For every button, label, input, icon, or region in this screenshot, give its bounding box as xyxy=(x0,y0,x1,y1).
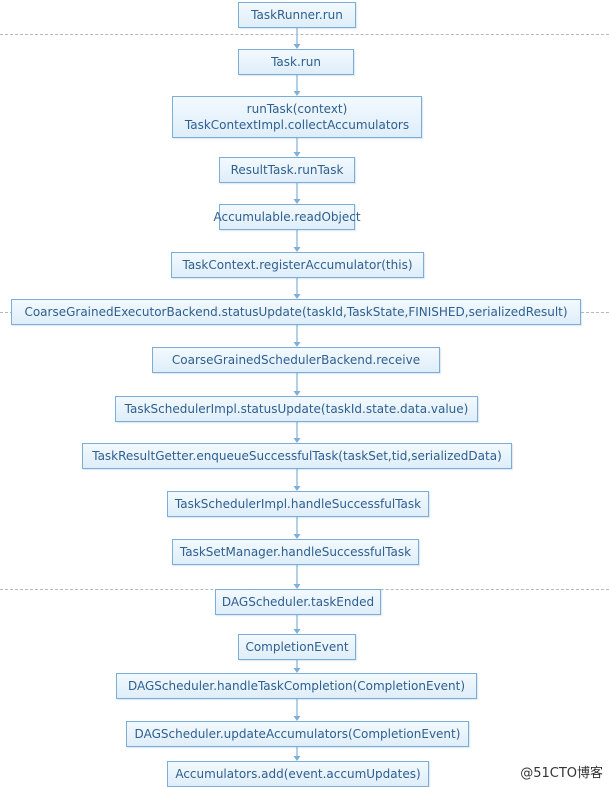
arrow-head xyxy=(293,199,301,204)
node-6: TaskContext.registerAccumulator(this) xyxy=(171,252,424,278)
node-13: DAGScheduler.taskEnded xyxy=(215,589,381,615)
node-7: CoarseGrainedExecutorBackend.statusUpdat… xyxy=(11,299,581,325)
node-8: CoarseGrainedSchedulerBackend.receive xyxy=(152,347,440,373)
arrow-head xyxy=(293,668,301,673)
arrow-head xyxy=(293,534,301,539)
node-label: DAGScheduler.handleTaskCompletion(Comple… xyxy=(127,679,466,693)
node-label: CoarseGrainedExecutorBackend.statusUpdat… xyxy=(24,305,568,319)
arrow-head xyxy=(293,716,301,721)
arrow-head xyxy=(293,294,301,299)
node-10: TaskResultGetter.enqueueSuccessfulTask(t… xyxy=(82,443,512,469)
node-4: ResultTask.runTask xyxy=(219,157,355,183)
arrow-head xyxy=(293,391,301,396)
node-label: CompletionEvent xyxy=(245,640,349,654)
node-label: runTask(context) xyxy=(246,102,348,116)
node-label: Task.run xyxy=(271,55,321,69)
node-label: TaskSchedulerImpl.statusUpdate(taskId.st… xyxy=(124,402,469,416)
node-label: TaskContextImpl.collectAccumulators xyxy=(184,118,410,132)
node-2: Task.run xyxy=(238,49,354,75)
node-label: TaskResultGetter.enqueueSuccessfulTask(t… xyxy=(92,449,502,463)
node-17: Accumulators.add(event.accumUpdates) xyxy=(167,761,429,787)
node-5: Accumulable.readObject xyxy=(213,204,361,230)
divider-1 xyxy=(0,34,609,35)
arrow-head xyxy=(293,44,301,49)
node-label: TaskContext.registerAccumulator(this) xyxy=(182,258,413,272)
node-label: Accumulable.readObject xyxy=(213,210,361,224)
node-label: TaskRunner.run xyxy=(251,8,343,22)
node-label: TaskSchedulerImpl.handleSuccessfulTask xyxy=(174,497,422,511)
node-12: TaskSetManager.handleSuccessfulTask xyxy=(172,539,419,565)
arrow-head xyxy=(293,247,301,252)
watermark: @51CTO博客 xyxy=(520,766,603,781)
node-3: runTask(context) TaskContextImpl.collectA… xyxy=(172,96,422,138)
node-label: TaskSetManager.handleSuccessfulTask xyxy=(179,545,412,559)
arrow-head xyxy=(293,91,301,96)
arrow-head xyxy=(293,756,301,761)
node-label: CoarseGrainedSchedulerBackend.receive xyxy=(171,353,421,367)
node-label: Accumulators.add(event.accumUpdates) xyxy=(175,767,421,781)
arrow-head xyxy=(293,152,301,157)
arrow-head xyxy=(293,629,301,634)
node-15: DAGScheduler.handleTaskCompletion(Comple… xyxy=(116,673,477,699)
node-16: DAGScheduler.updateAccumulators(Completi… xyxy=(126,721,469,747)
node-label: DAGScheduler.taskEnded xyxy=(221,595,375,609)
node-11: TaskSchedulerImpl.handleSuccessfulTask xyxy=(167,491,429,517)
node-9: TaskSchedulerImpl.statusUpdate(taskId.st… xyxy=(115,396,478,422)
arrow-head xyxy=(293,342,301,347)
node-14: CompletionEvent xyxy=(238,634,356,660)
node-label: ResultTask.runTask xyxy=(230,163,344,177)
node-label: DAGScheduler.updateAccumulators(Completi… xyxy=(134,727,461,741)
node-1: TaskRunner.run xyxy=(238,2,356,28)
arrow-head xyxy=(293,486,301,491)
arrow-head xyxy=(293,438,301,443)
arrow-head xyxy=(293,584,301,589)
